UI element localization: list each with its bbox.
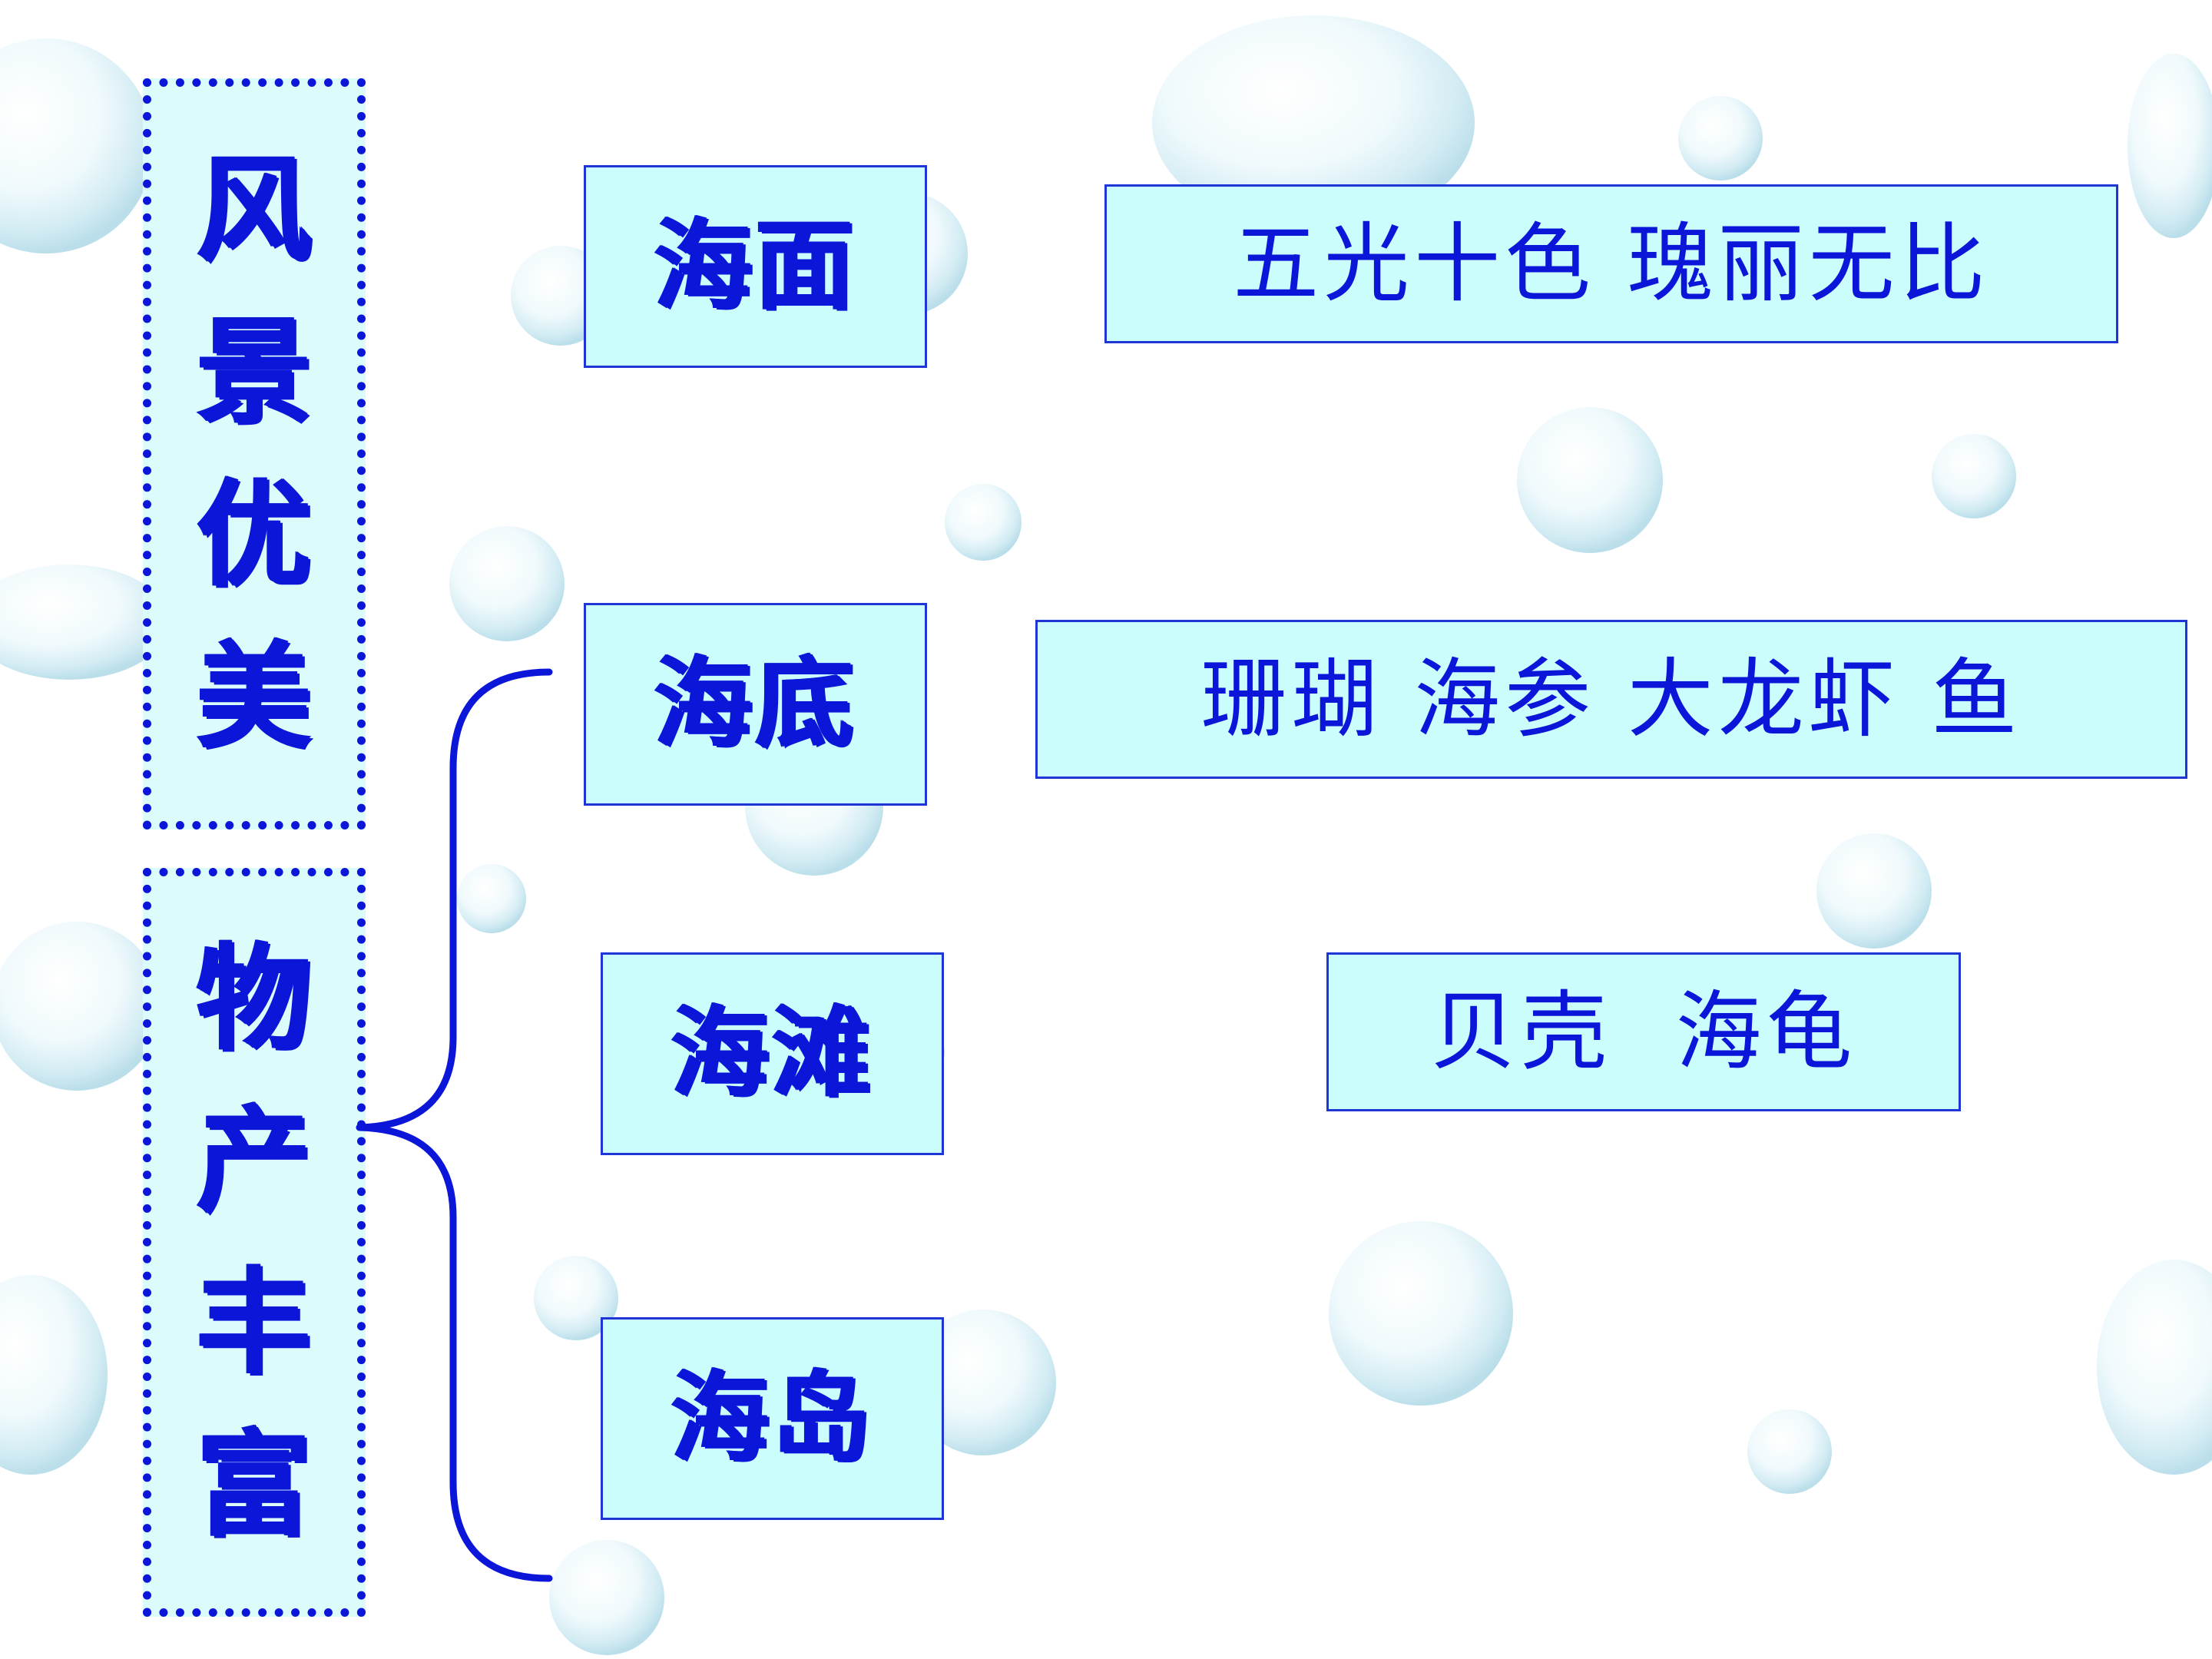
bracket-line [356,668,553,1582]
scenery-char: 风 [196,143,312,277]
category-label: 海岛 [671,1361,874,1475]
category-box-seabed: 海底 [584,603,927,806]
category-box-beach: 海滩 [601,952,944,1155]
scenery-char: 美 [196,631,312,765]
products-label-box: 物 产 丰 富 [143,868,366,1617]
products-char: 物 [196,932,312,1066]
scenery-char: 优 [196,468,312,602]
products-char: 丰 [196,1257,312,1390]
description-text: 五光十色 瑰丽无比 [1233,214,1990,314]
scenery-label-box: 风 景 优 美 [143,78,366,830]
bubble-group [0,15,2212,1655]
category-label: 海滩 [671,996,874,1111]
description-box-beach: 贝壳 海龟 [1326,952,1961,1111]
category-box-island: 海岛 [601,1317,944,1520]
description-text: 贝壳 海龟 [1430,982,1857,1082]
category-label: 海面 [654,209,857,323]
products-char: 富 [196,1419,312,1552]
category-box-sea-surface: 海面 [584,165,927,368]
description-box-seabed: 珊瑚 海参 大龙虾 鱼 [1035,620,2187,779]
description-box-sea-surface: 五光十色 瑰丽无比 [1104,184,2118,343]
scenery-char: 景 [196,306,312,440]
category-label: 海底 [654,647,857,761]
products-char: 产 [196,1094,312,1228]
description-text: 珊瑚 海参 大龙虾 鱼 [1200,649,2022,750]
